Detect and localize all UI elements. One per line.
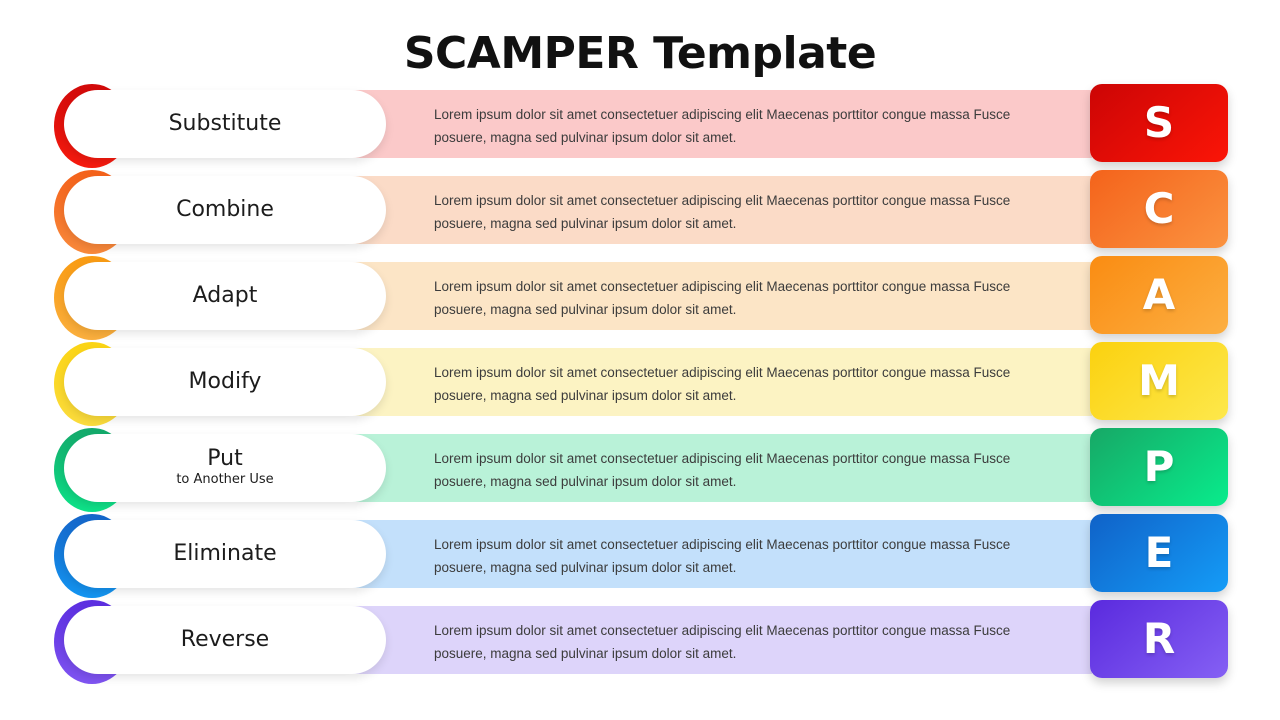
scamper-row: Lorem ipsum dolor sit amet consectetuer …	[0, 514, 1280, 600]
keyword-label: Combine	[176, 196, 274, 222]
scamper-row: Lorem ipsum dolor sit amet consectetuer …	[0, 256, 1280, 342]
description-text: Lorem ipsum dolor sit amet consectetuer …	[434, 193, 1011, 231]
scamper-row: Lorem ipsum dolor sit amet consectetuer …	[0, 600, 1280, 686]
scamper-row: Lorem ipsum dolor sit amet consectetuer …	[0, 342, 1280, 428]
keyword-sublabel: to Another Use	[176, 471, 274, 487]
keyword-pill[interactable]: Eliminate	[64, 520, 386, 588]
letter-badge-text: M	[1138, 356, 1180, 405]
description-text: Lorem ipsum dolor sit amet consectetuer …	[434, 365, 1011, 403]
description-band: Lorem ipsum dolor sit amet consectetuer …	[300, 176, 1092, 244]
scamper-row: Lorem ipsum dolor sit amet consectetuer …	[0, 84, 1280, 170]
letter-badge-text: E	[1144, 528, 1174, 577]
letter-badge-text: S	[1143, 98, 1175, 147]
keyword-label: Reverse	[180, 626, 270, 652]
letter-badge[interactable]: S	[1090, 84, 1228, 162]
description-text: Lorem ipsum dolor sit amet consectetuer …	[434, 537, 1011, 575]
keyword-pill[interactable]: Modify	[64, 348, 386, 416]
keyword-label: Substitute	[168, 110, 282, 136]
letter-badge[interactable]: M	[1090, 342, 1228, 420]
keyword-pill[interactable]: Adapt	[64, 262, 386, 330]
keyword-label: Put	[207, 445, 243, 471]
description-band: Lorem ipsum dolor sit amet consectetuer …	[300, 434, 1092, 502]
description-text: Lorem ipsum dolor sit amet consectetuer …	[434, 451, 1011, 489]
keyword-label: Eliminate	[173, 540, 277, 566]
letter-badge[interactable]: C	[1090, 170, 1228, 248]
description-band: Lorem ipsum dolor sit amet consectetuer …	[300, 520, 1092, 588]
keyword-label: Adapt	[192, 282, 258, 308]
description-band: Lorem ipsum dolor sit amet consectetuer …	[300, 606, 1092, 674]
letter-badge-text: A	[1142, 270, 1176, 319]
description-band: Lorem ipsum dolor sit amet consectetuer …	[300, 348, 1092, 416]
letter-badge[interactable]: A	[1090, 256, 1228, 334]
description-text: Lorem ipsum dolor sit amet consectetuer …	[434, 279, 1011, 317]
description-band: Lorem ipsum dolor sit amet consectetuer …	[300, 90, 1092, 158]
description-text: Lorem ipsum dolor sit amet consectetuer …	[434, 107, 1011, 145]
keyword-label: Modify	[188, 368, 262, 394]
keyword-pill[interactable]: Combine	[64, 176, 386, 244]
keyword-pill[interactable]: Reverse	[64, 606, 386, 674]
keyword-pill[interactable]: Substitute	[64, 90, 386, 158]
letter-badge[interactable]: E	[1090, 514, 1228, 592]
letter-badge-text: R	[1142, 614, 1176, 663]
letter-badge[interactable]: P	[1090, 428, 1228, 506]
scamper-row-list: Lorem ipsum dolor sit amet consectetuer …	[0, 84, 1280, 686]
description-text: Lorem ipsum dolor sit amet consectetuer …	[434, 623, 1011, 661]
letter-badge[interactable]: R	[1090, 600, 1228, 678]
letter-badge-text: P	[1143, 442, 1175, 491]
description-band: Lorem ipsum dolor sit amet consectetuer …	[300, 262, 1092, 330]
page-title: SCAMPER Template	[403, 28, 877, 79]
scamper-row: Lorem ipsum dolor sit amet consectetuer …	[0, 170, 1280, 256]
letter-badge-text: C	[1143, 184, 1175, 233]
scamper-row: Lorem ipsum dolor sit amet consectetuer …	[0, 428, 1280, 514]
